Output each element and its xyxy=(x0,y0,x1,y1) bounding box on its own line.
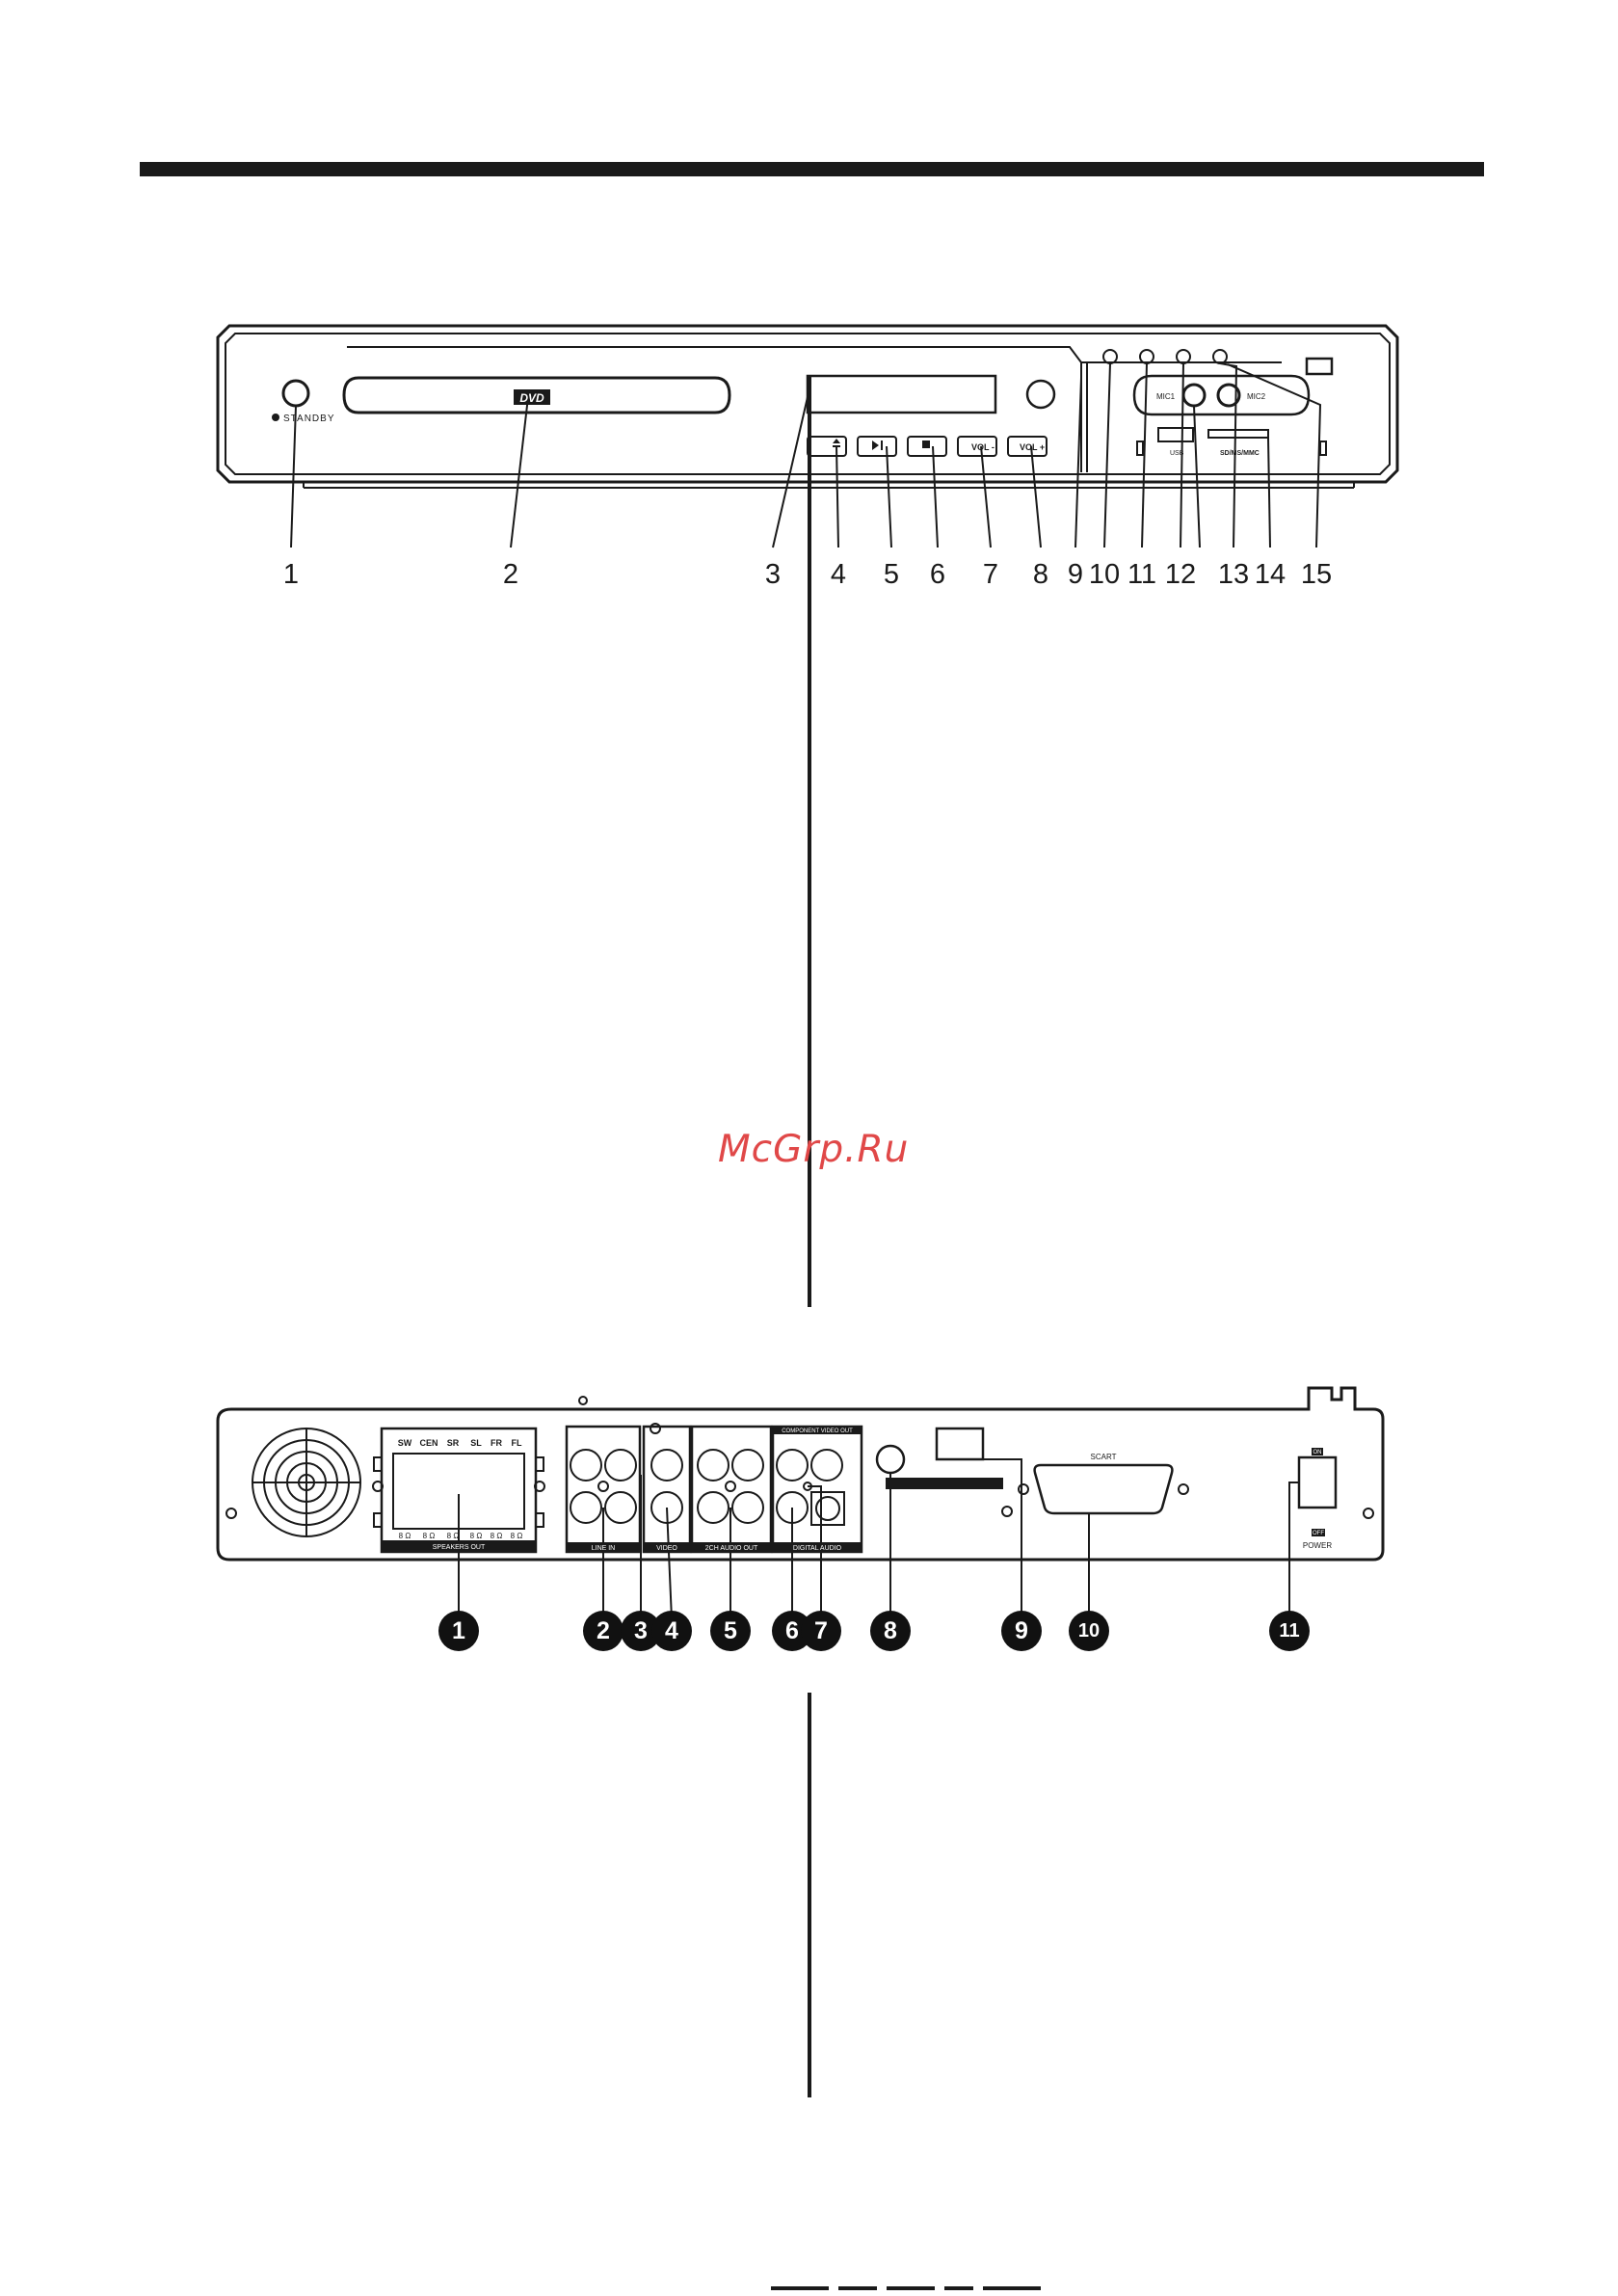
power-label: POWER xyxy=(1303,1541,1332,1550)
usb-label: USB xyxy=(1170,450,1184,457)
watermark: McGrp.Ru xyxy=(718,1128,909,1171)
dvd-logo: DVD xyxy=(519,391,544,405)
rear-panel-drawing: SW CEN SR SL FR FL 8 Ω 8 Ω 8 Ω 8 Ω 8 Ω 8… xyxy=(0,1369,1618,1658)
speakers-out-label: SPEAKERS OUT xyxy=(433,1544,486,1551)
speaker-label-sr: SR xyxy=(447,1438,460,1448)
impedance-label: 8 Ω xyxy=(447,1532,460,1540)
impedance-label: 8 Ω xyxy=(399,1532,411,1540)
digital-audio-label: DIGITAL AUDIO xyxy=(793,1545,842,1552)
speaker-label-fl: FL xyxy=(512,1438,522,1448)
mic2-label: MIC2 xyxy=(1247,392,1266,401)
2ch-audio-out-label: 2CH AUDIO OUT xyxy=(705,1545,758,1552)
impedance-label: 8 Ω xyxy=(511,1532,523,1540)
video-label: VIDEO xyxy=(656,1545,677,1552)
speaker-label-cen: CEN xyxy=(419,1438,438,1448)
power-off-label: OFF xyxy=(1313,1531,1324,1536)
speaker-label-fr: FR xyxy=(491,1438,502,1448)
scart-label: SCART xyxy=(1091,1453,1117,1461)
vol-plus-label: VOL + xyxy=(1020,442,1045,452)
column-divider-bottom xyxy=(808,1693,811,2097)
footer-strip xyxy=(771,2284,1050,2296)
vol-minus-label: VOL - xyxy=(971,442,995,452)
power-on-label: ON xyxy=(1313,1450,1322,1455)
line-in-label: LINE IN xyxy=(592,1545,616,1552)
impedance-label: 8 Ω xyxy=(491,1532,503,1540)
standby-label: STANDBY xyxy=(283,414,335,424)
speaker-label-sl: SL xyxy=(470,1438,482,1448)
impedance-label: 8 Ω xyxy=(423,1532,436,1540)
speaker-label-sw: SW xyxy=(398,1438,412,1448)
component-video-out-label: COMPONENT VIDEO OUT xyxy=(782,1428,853,1434)
mic1-label: MIC1 xyxy=(1156,392,1176,401)
impedance-label: 8 Ω xyxy=(470,1532,483,1540)
card-slot-label: SD/MS/MMC xyxy=(1220,450,1260,457)
